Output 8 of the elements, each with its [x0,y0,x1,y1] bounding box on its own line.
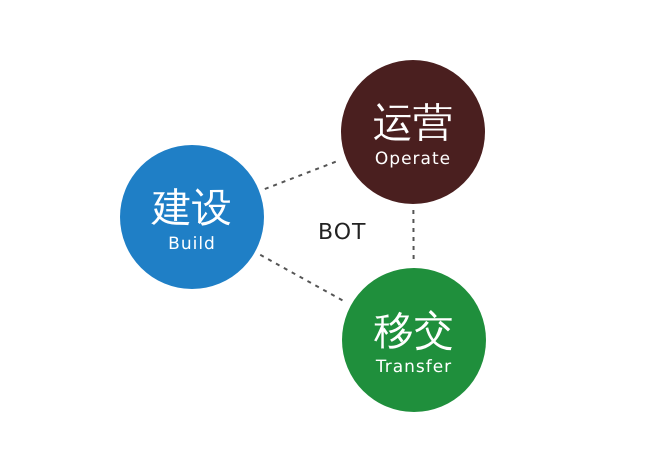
stage-title: 运营 [373,101,453,145]
stage-subtitle: Build [168,234,216,254]
stage-title: 建设 [152,186,232,230]
stage-title: 移交 [374,309,454,353]
stage-subtitle: Transfer [376,357,452,377]
dashed-connector [412,210,415,262]
stage-subtitle: Operate [374,149,452,169]
center-label: BOT [318,220,366,245]
